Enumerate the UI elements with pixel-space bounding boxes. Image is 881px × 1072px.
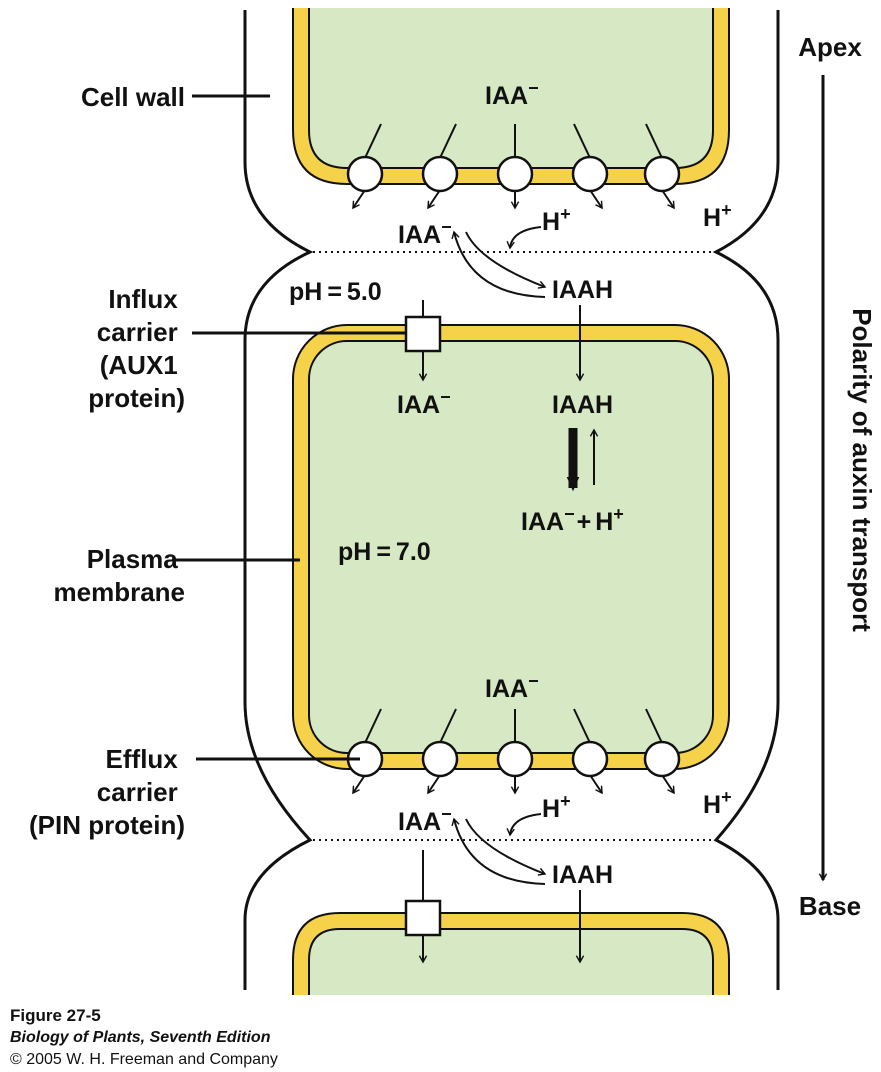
- dissociation-products: IAA−+H+: [521, 504, 624, 536]
- iaa-lower-middle-cell: IAA−: [485, 671, 539, 703]
- efflux-output-arrow-upper-0: [352, 189, 366, 210]
- efflux-carrier-upper-1: [421, 155, 459, 193]
- h-lower-wall-left: H+: [542, 791, 571, 823]
- deprotonation-arrow-lower: [451, 817, 546, 885]
- iaa-top-cell: IAA−: [485, 78, 539, 110]
- efflux-output-arrow-lower-0: [352, 774, 366, 795]
- cell-walls: [243, 10, 780, 990]
- efflux-input-upper-4: [645, 123, 663, 159]
- efflux-input-lower-3: [573, 708, 591, 744]
- bottom-cell-outer-outline: [292, 912, 730, 995]
- efflux-output-arrow-upper-3: [589, 189, 603, 210]
- dotted-junctions: [313, 251, 713, 841]
- efflux-input-upper-0: [364, 123, 382, 159]
- efflux-input-lower-0: [364, 708, 382, 744]
- efflux-carrier-lower-1: [421, 740, 459, 778]
- efflux-input-lower-4: [645, 708, 663, 744]
- efflux-carrier-upper-2: [496, 155, 534, 193]
- carrier-layer: [346, 155, 681, 937]
- efflux-carrier-lower-3: [571, 740, 609, 778]
- efflux-carrier-upper-3: [571, 155, 609, 193]
- iaah-middle-cell: IAAH: [552, 391, 613, 419]
- influx-carrier-label: Influx carrier (AUX1 protein): [88, 284, 185, 413]
- deprotonation-arrow-upper: [451, 230, 546, 298]
- efflux-output-arrow-upper-1: [427, 189, 441, 210]
- influx-carrier-upper: [404, 315, 442, 353]
- proton-join-arrow-lower: [506, 813, 542, 837]
- leader-lines: [172, 94, 405, 761]
- efflux-carrier-upper-0: [346, 155, 384, 193]
- iaah-upper-wall: IAAH: [552, 276, 613, 304]
- iaa-lower-wall: IAA−: [398, 804, 452, 836]
- efflux-output-arrow-lower-1: [427, 774, 441, 795]
- book-title: Biology of Plants, Seventh Edition: [10, 1029, 271, 1046]
- h-upper-wall-right: H+: [703, 200, 732, 232]
- efflux-input-upper-1: [439, 123, 457, 159]
- efflux-output-arrow-upper-4: [661, 189, 675, 210]
- influx-carrier-lower: [404, 899, 442, 937]
- base-label: Base: [799, 891, 861, 921]
- figure-caption: Figure 27-5 Biology of Plants, Seventh E…: [10, 1005, 278, 1071]
- auxin-transport-diagram: Cell wall Influx carrier (AUX1 protein) …: [29, 8, 877, 995]
- efflux-input-lower-1: [439, 708, 457, 744]
- proton-join-arrow-upper: [506, 226, 542, 250]
- efflux-carrier-upper-4: [643, 155, 681, 193]
- left-cell-wall: [243, 10, 314, 990]
- protonation-arrow-upper: [465, 231, 547, 289]
- iaa-upper-wall: IAA−: [398, 217, 452, 249]
- ph-wall-label: pH = 5.0: [289, 278, 382, 306]
- h-upper-wall-left: H+: [542, 204, 571, 236]
- figure-number: Figure 27-5: [10, 1006, 101, 1025]
- efflux-carrier-label: Efflux carrier (PIN protein): [29, 744, 185, 840]
- iaah-lower-wall: IAAH: [552, 861, 613, 889]
- efflux-output-arrow-lower-3: [589, 774, 603, 795]
- right-cell-wall: [712, 10, 780, 990]
- arrow-layer: [352, 123, 675, 964]
- efflux-carrier-lower-2: [496, 740, 534, 778]
- cell-wall-label: Cell wall: [81, 82, 185, 112]
- h-lower-wall-right: H+: [703, 787, 732, 819]
- efflux-output-arrow-lower-4: [661, 774, 675, 795]
- bottom-cell-inner-outline: [308, 928, 714, 995]
- protonation-arrow-lower: [465, 818, 547, 876]
- apex-label: Apex: [798, 32, 862, 62]
- ph-cell-label: pH = 7.0: [338, 538, 431, 566]
- bottom-cell: [293, 913, 729, 995]
- iaa-middle-cell: IAA−: [397, 387, 451, 419]
- copyright-line: © 2005 W. H. Freeman and Company: [10, 1051, 278, 1068]
- efflux-carrier-lower-4: [643, 740, 681, 778]
- efflux-input-upper-3: [573, 123, 591, 159]
- polarity-label: Polarity of auxin transport: [847, 308, 877, 632]
- plasma-membrane-label: Plasma membrane: [54, 544, 186, 607]
